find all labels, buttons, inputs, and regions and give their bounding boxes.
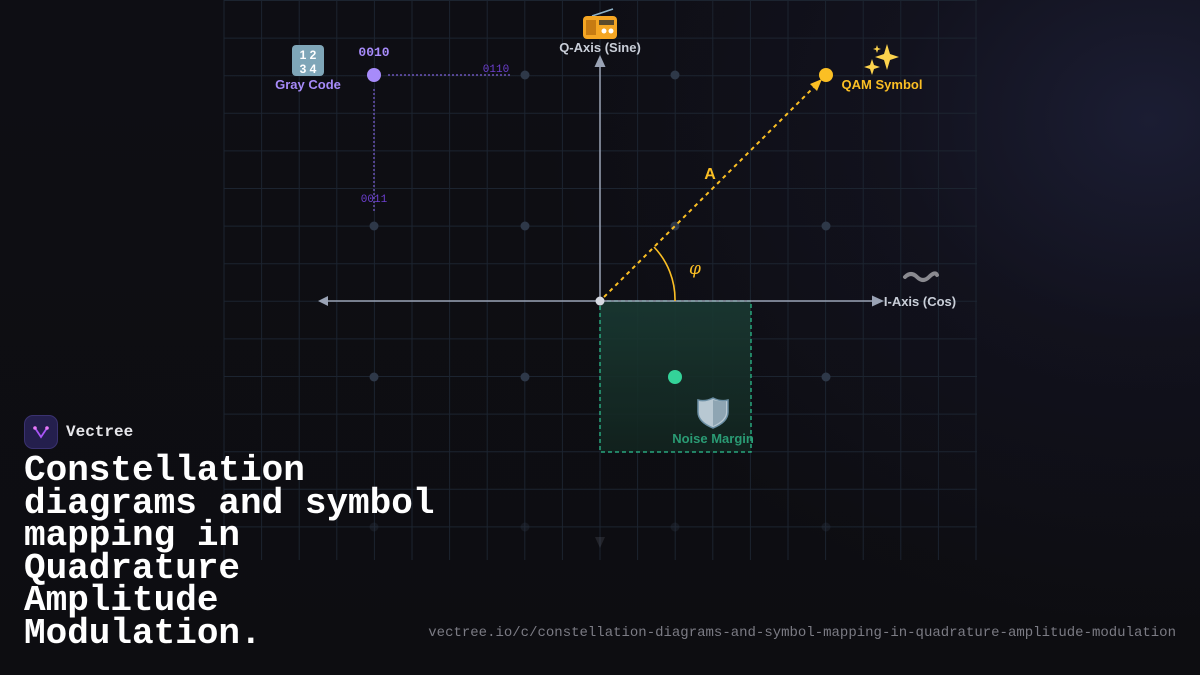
constellation-point [520,221,530,231]
gray-code-point [367,68,381,82]
sparkles-icon [864,44,899,75]
constellation-point [369,372,379,382]
vectree-logo-icon [24,415,58,449]
origin-point [595,296,605,306]
page-title: Constellation diagrams and symbol mappin… [24,450,435,654]
wavy-dash-icon [903,271,939,282]
radio-icon [583,8,617,39]
constellation-point [821,372,831,382]
constellation-point [369,221,379,231]
neighbor-below-code: 0011 [361,194,388,206]
received-symbol-point [668,370,682,384]
constellation-point [821,221,831,231]
constellation-point [520,372,530,382]
input-numbers-icon: 1 2 3 4 [292,45,324,76]
constellation-point [670,522,680,532]
q-axis [594,55,606,548]
constellation-points [369,70,831,532]
constellation-point [520,522,530,532]
svg-text:1 2: 1 2 [300,48,317,62]
shield-icon [697,397,729,429]
amplitude-label: A [704,166,716,183]
page-url[interactable]: vectree.io/c/constellation-diagrams-and-… [428,625,1176,641]
gray-code-label: Gray Code [275,77,341,92]
svg-text:3 4: 3 4 [300,62,317,76]
brand-name: Vectree [66,423,134,441]
qam-symbol-label: QAM Symbol [842,77,923,92]
qam-symbol-point [819,68,833,82]
phase-arc [653,246,676,302]
q-axis-label: Q-Axis (Sine) [559,40,641,55]
amplitude-vector [603,85,816,298]
brand: Vectree [24,415,133,449]
constellation-point [670,70,680,80]
constellation-point [369,522,379,532]
gray-code-value: 0010 [358,45,389,60]
noise-margin-label: Noise Margin [672,431,754,446]
neighbor-right-code: 0110 [483,64,509,76]
constellation-point [821,522,831,532]
constellation-point [520,70,530,80]
phase-label: φ [689,259,701,279]
amplitude-arrowhead [810,79,822,91]
i-axis-label: I-Axis (Cos) [884,294,956,309]
